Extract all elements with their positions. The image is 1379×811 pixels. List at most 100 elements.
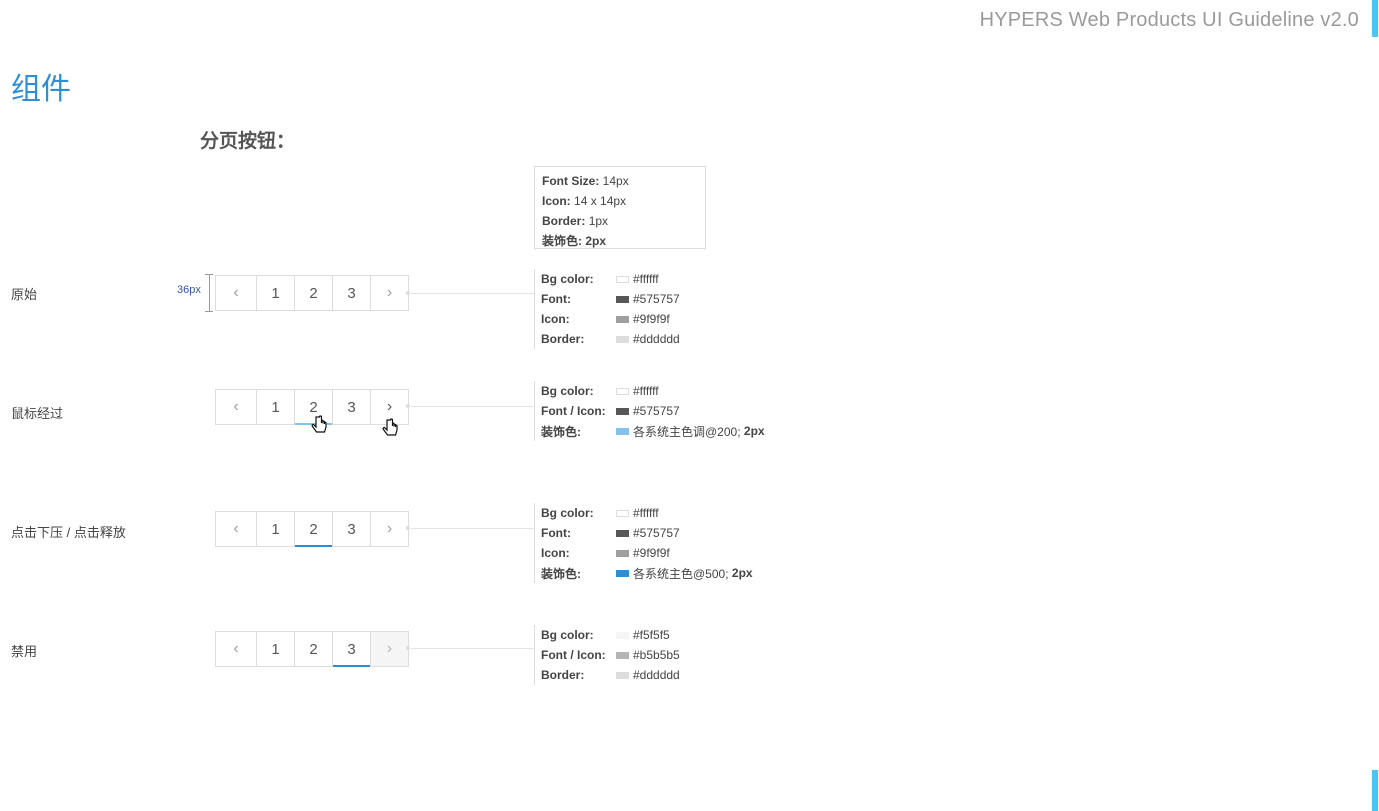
page-button-3[interactable]: 3 <box>332 390 370 424</box>
color-swatch <box>616 335 629 343</box>
spec-key: Border: <box>541 332 585 346</box>
color-swatch <box>616 509 629 517</box>
spec-row: Font / Icon: #b5b5b5 <box>541 645 680 665</box>
spec-row: Font / Icon: #575757 <box>541 401 765 421</box>
font-size-value: 14px <box>602 174 629 188</box>
color-swatch <box>616 427 629 435</box>
chevron-left-icon: ‹ <box>233 640 239 657</box>
leader-line <box>406 526 535 530</box>
page-button-3[interactable]: 3 <box>332 632 370 667</box>
chevron-right-icon: › <box>386 398 393 415</box>
color-swatch <box>616 651 629 659</box>
chevron-left-icon: ‹ <box>233 520 239 537</box>
color-swatch <box>616 295 629 303</box>
color-swatch <box>616 407 629 415</box>
spec-list-hover: Bg color: #ffffff Font / Icon: #575757 装饰色… <box>534 381 765 441</box>
spec-key: Font / Icon: <box>541 648 606 662</box>
spec-key: Bg color: <box>541 628 594 642</box>
spec-value: #9f9f9f <box>633 546 670 560</box>
spec-value: #9f9f9f <box>633 312 670 326</box>
spec-row: Bg color:#ffffff <box>541 269 680 289</box>
state-label-hover: 鼠标经过 <box>11 406 64 421</box>
page-button-3[interactable]: 3 <box>332 276 370 310</box>
page-button-2[interactable]: 2 <box>294 512 332 547</box>
spec-value: #575757 <box>633 526 680 540</box>
spec-key: Bg color: <box>541 272 594 286</box>
spec-value: 各系统主色@500; <box>633 566 729 581</box>
height-dimension-marker <box>205 274 213 312</box>
color-swatch <box>616 315 629 323</box>
spec-row: Icon: #9f9f9f <box>541 543 753 563</box>
spec-value: 各系统主色调@200; <box>633 424 741 439</box>
spec-row: Icon: #9f9f9f <box>541 309 680 329</box>
chevron-left-icon: ‹ <box>233 284 239 301</box>
height-dimension-label: 36px <box>177 284 201 296</box>
color-swatch <box>616 275 629 283</box>
border-size-label: Border: <box>542 214 586 228</box>
state-label-disabled: 禁用 <box>11 644 38 659</box>
leader-line <box>406 404 535 408</box>
spec-key: Icon: <box>541 546 570 560</box>
state-label-default: 原始 <box>11 287 38 302</box>
spec-value: #dddddd <box>633 668 680 682</box>
spec-row: 装饰色:各系统主色@500; 2px <box>541 563 753 583</box>
spec-value-bold: 2px <box>731 566 753 580</box>
spec-row: Font:#575757 <box>541 523 753 543</box>
pager-hover: ‹ 1 2 3 › <box>215 389 409 425</box>
accent-bar-top <box>1372 0 1378 37</box>
page-button-2[interactable]: 2 <box>294 632 332 666</box>
page-button-1[interactable]: 1 <box>256 512 294 546</box>
spec-value: #dddddd <box>633 332 680 346</box>
color-swatch <box>616 631 629 639</box>
spec-key: Bg color: <box>541 506 594 520</box>
chevron-right-icon: › <box>386 284 393 301</box>
page-button-1[interactable]: 1 <box>256 276 294 310</box>
prev-page-button[interactable]: ‹ <box>216 632 256 666</box>
spec-list-default: Bg color:#ffffff Font: #575757 Icon: #9f9f… <box>534 269 680 349</box>
spec-row: 装饰色:各系统主色调@200; 2px <box>541 421 765 441</box>
prev-page-button[interactable]: ‹ <box>216 512 256 546</box>
sub-title: 分页按钮： <box>200 131 296 152</box>
pager-default: ‹ 1 2 3 › <box>215 275 409 311</box>
page-button-1[interactable]: 1 <box>256 632 294 666</box>
spec-key: Font / Icon: <box>541 404 606 418</box>
spec-value: #575757 <box>633 404 680 418</box>
font-size-label: Font Size: <box>542 174 600 188</box>
next-page-button[interactable]: › <box>370 512 408 546</box>
spec-value: #b5b5b5 <box>633 648 680 662</box>
state-label-pressed: 点击下压 / 点击释放 <box>11 525 126 540</box>
section-title: 组件 <box>11 73 71 106</box>
spec-value: #ffffff <box>633 384 659 398</box>
spec-row: Border:#dddddd <box>541 665 680 685</box>
color-swatch <box>616 549 629 557</box>
hand-cursor-icon <box>382 418 398 436</box>
next-page-button[interactable]: › <box>370 390 408 424</box>
spec-key: Font: <box>541 292 571 306</box>
spec-row: Border: #dddddd <box>541 329 680 349</box>
spec-row: Bg color:#f5f5f5 <box>541 625 680 645</box>
spec-value: #575757 <box>633 292 680 306</box>
accent-bar-bottom <box>1372 770 1378 811</box>
deco-size-label: 装饰色: <box>542 234 582 248</box>
spec-row: Bg color:#ffffff <box>541 503 753 523</box>
page-button-3[interactable]: 3 <box>332 512 370 546</box>
prev-page-button[interactable]: ‹ <box>216 276 256 310</box>
spec-summary-box: Font Size: 14px Icon: 14 x 14px Border: … <box>534 166 706 249</box>
spec-key: Bg color: <box>541 384 594 398</box>
chevron-right-icon: › <box>386 640 393 657</box>
spec-key: Icon: <box>541 312 570 326</box>
spec-row: Bg color: #ffffff <box>541 381 765 401</box>
prev-page-button[interactable]: ‹ <box>216 390 256 424</box>
hand-cursor-icon <box>311 415 327 433</box>
color-swatch <box>616 569 629 577</box>
next-page-button[interactable]: › <box>370 276 408 310</box>
spec-row: Font: #575757 <box>541 289 680 309</box>
color-swatch <box>616 529 629 537</box>
page-button-2[interactable]: 2 <box>294 276 332 310</box>
leader-line <box>406 291 535 295</box>
spec-key: 装饰色: <box>541 424 581 439</box>
page-button-1[interactable]: 1 <box>256 390 294 424</box>
leader-line <box>406 646 535 650</box>
next-page-button-disabled: › <box>370 632 408 666</box>
color-swatch <box>616 387 629 395</box>
